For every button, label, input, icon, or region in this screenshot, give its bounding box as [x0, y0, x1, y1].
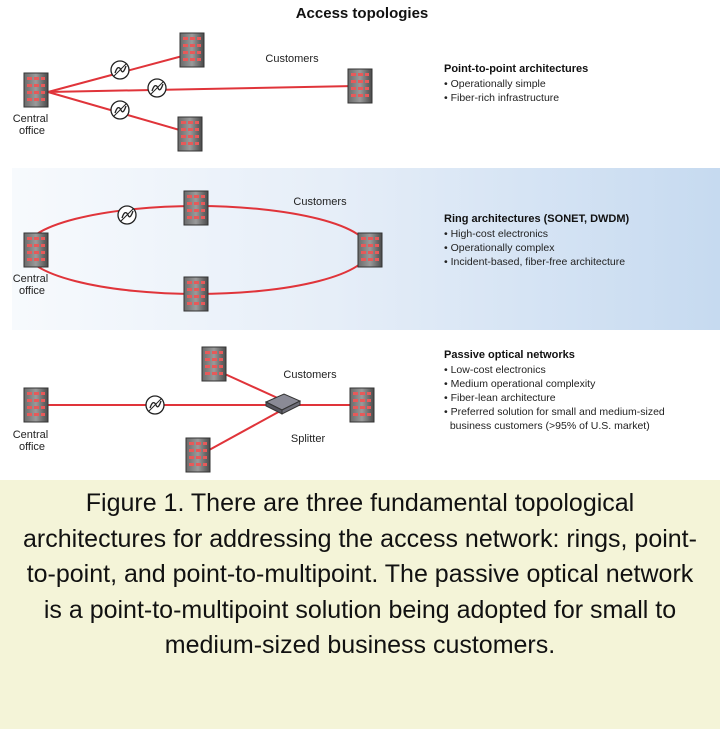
pon-panel: Splitter Customers Central office Passiv…	[13, 346, 665, 473]
customer-building-icon	[201, 346, 227, 382]
customer-building-icon	[183, 190, 209, 226]
customer-building-icon	[177, 116, 203, 152]
central-office-label: Central office	[13, 429, 52, 453]
ring-bullet: • Incident-based, fiber-free architectur…	[444, 256, 625, 268]
splitter-icon	[264, 393, 302, 415]
amplifier-icon	[110, 100, 130, 120]
customer-building-icon	[183, 276, 209, 312]
central-office-building-icon	[23, 72, 49, 108]
central-office-building-icon	[23, 387, 49, 423]
diagram-title: Access topologies	[296, 5, 429, 22]
ring-bullet: • High-cost electronics	[444, 228, 548, 240]
customers-label: Customers	[293, 196, 347, 208]
ring-bullet: • Operationally complex	[444, 242, 555, 254]
point-to-point-panel: Customers Central office Point-to-point …	[13, 32, 588, 152]
central-office-label: Central office	[13, 113, 52, 137]
amplifier-icon	[147, 78, 167, 98]
central-office-building-icon	[23, 232, 49, 268]
figure-caption-box: Figure 1. There are three fundamental to…	[0, 480, 720, 729]
pon-bullet: • Medium operational complexity	[444, 378, 596, 390]
central-office-label: Central office	[13, 273, 52, 297]
point-to-point-bullet: • Fiber-rich infrastructure	[444, 92, 559, 104]
ring-panel: Customers Central office Ring architectu…	[12, 168, 720, 330]
pon-bullet: business customers (>95% of U.S. market)	[444, 420, 650, 432]
customer-building-icon	[347, 68, 373, 104]
customer-building-icon	[179, 32, 205, 68]
splitter-label: Splitter	[291, 433, 326, 445]
amplifier-icon	[117, 205, 137, 225]
amplifier-icon	[110, 60, 130, 80]
customer-building-icon	[349, 387, 375, 423]
pon-bullet: • Low-cost electronics	[444, 364, 546, 376]
topology-diagram: Access topologies Customers Central offi…	[12, 5, 720, 473]
customer-building-icon	[185, 437, 211, 473]
customers-label: Customers	[265, 53, 319, 65]
customer-building-icon	[357, 232, 383, 268]
customers-label: Customers	[283, 369, 337, 381]
pon-heading: Passive optical networks	[444, 349, 575, 361]
amplifier-icon	[145, 395, 165, 415]
point-to-point-bullet: • Operationally simple	[444, 78, 546, 90]
pon-bullet: • Fiber-lean architecture	[444, 392, 556, 404]
pon-bullet: • Preferred solution for small and mediu…	[444, 406, 665, 418]
point-to-point-heading: Point-to-point architectures	[444, 63, 588, 75]
ring-heading: Ring architectures (SONET, DWDM)	[444, 213, 630, 225]
figure-caption: Figure 1. There are three fundamental to…	[23, 489, 697, 659]
